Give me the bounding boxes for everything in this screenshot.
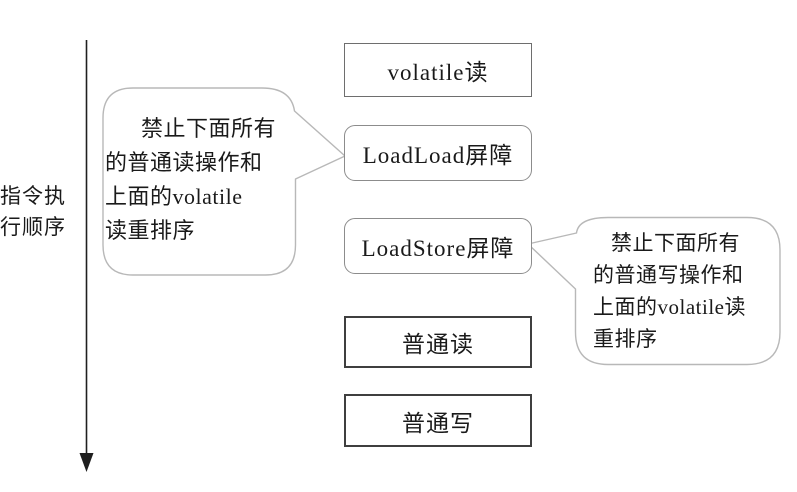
left-callout-line2: 的普通读操作和 <box>105 150 263 175</box>
box-normal-write: 普通写 <box>344 394 532 447</box>
right-callout-line2: 的普通写操作和 <box>593 263 744 287</box>
box-volatile-read: volatile读 <box>344 43 532 97</box>
box-loadstore-barrier: LoadStore屏障 <box>344 218 532 274</box>
box-normal-read: 普通读 <box>344 316 532 368</box>
right-callout-line3: 上面的volatile读 <box>593 295 746 319</box>
right-callout-bubble-shape <box>527 216 781 366</box>
right-callout-text: 禁止下面所有 的普通写操作和 上面的volatile读 重排序 <box>593 227 777 355</box>
execution-order-label-line2: 行顺序 <box>0 215 66 239</box>
execution-order-arrowhead-icon <box>79 453 94 472</box>
left-callout-text: 禁止下面所有 的普通读操作和 上面的volatile 读重排序 <box>105 112 291 248</box>
right-callout-line4: 重排序 <box>593 327 658 351</box>
right-callout-line1: 禁止下面所有 <box>611 231 740 255</box>
left-callout-line1: 禁止下面所有 <box>141 116 277 141</box>
left-callout-line3: 上面的volatile <box>105 184 243 209</box>
left-callout-line4: 读重排序 <box>105 218 196 243</box>
execution-order-label: 指令执 行顺序 <box>0 181 68 243</box>
execution-order-label-line1: 指令执 <box>0 184 66 208</box>
left-callout-bubble-shape <box>102 87 346 276</box>
box-loadload-barrier: LoadLoad屏障 <box>344 125 532 181</box>
